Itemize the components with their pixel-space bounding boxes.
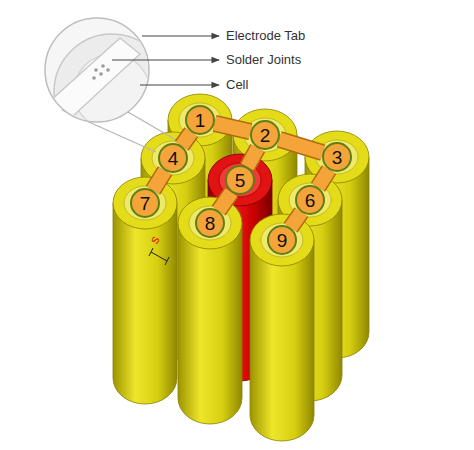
electrode-tab xyxy=(153,171,165,191)
tab-outline xyxy=(318,170,329,188)
electrode-tab xyxy=(279,139,322,152)
callout-number: 3 xyxy=(332,148,343,167)
callout-circle: 5 xyxy=(225,165,255,195)
cell-cylinders xyxy=(113,94,369,441)
callout-number: 7 xyxy=(140,194,151,213)
callout-number: 5 xyxy=(235,171,246,190)
callout-circle: 4 xyxy=(158,143,188,173)
callout-circle: 2 xyxy=(250,120,280,150)
callout-number: 4 xyxy=(168,149,179,168)
electrode-tab xyxy=(215,123,251,131)
part-label: Electrode Tab xyxy=(226,29,305,43)
callout-number: 2 xyxy=(260,126,271,145)
tab-outline xyxy=(279,139,322,152)
callout-arrows xyxy=(112,36,219,85)
callout-number: 6 xyxy=(305,191,316,210)
magnified-inset xyxy=(40,18,170,150)
electrode-tab xyxy=(219,192,232,210)
callout-circle: 9 xyxy=(267,225,297,255)
part-label: Solder Joints xyxy=(226,53,301,67)
tab-outline xyxy=(153,171,165,191)
tab-outline xyxy=(219,192,232,210)
spacing-dimension xyxy=(149,248,169,265)
callout-number: 9 xyxy=(277,231,288,250)
tab-outline xyxy=(182,132,192,146)
callout-circle: 7 xyxy=(130,188,160,218)
part-label: Cell xyxy=(226,78,248,92)
callout-circle: 8 xyxy=(195,208,225,238)
electrode-tab xyxy=(247,148,257,167)
callout-circle: 6 xyxy=(295,185,325,215)
electrode-tab xyxy=(182,132,192,146)
callout-circle: 1 xyxy=(185,105,215,135)
tab-group xyxy=(153,123,329,227)
electrode-tab xyxy=(318,170,329,188)
callout-circle: 3 xyxy=(322,142,352,172)
electrode-tab xyxy=(291,212,302,227)
callout-number: 8 xyxy=(205,214,216,233)
tab-outline-group xyxy=(153,123,329,227)
tab-outline xyxy=(291,212,302,227)
tab-outline xyxy=(215,123,251,131)
callout-number: 1 xyxy=(195,111,206,130)
tab-outline xyxy=(247,148,257,167)
